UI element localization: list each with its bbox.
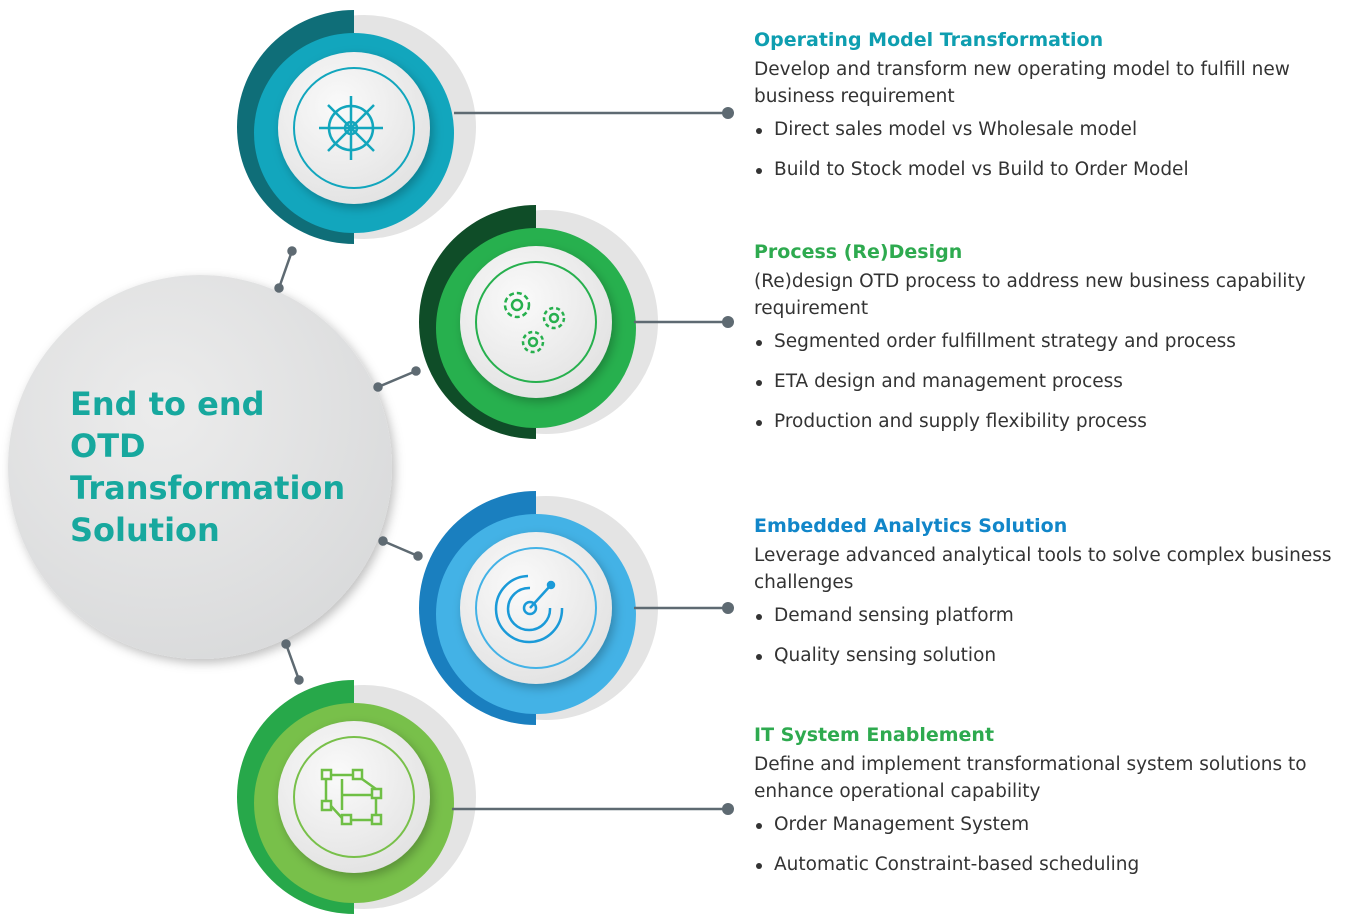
bullet-list: Order Management System Automatic Constr… xyxy=(754,811,1354,878)
bullet-item: Segmented order fulfillment strategy and… xyxy=(754,328,1354,355)
bullet-item: Production and supply flexibility proces… xyxy=(754,408,1354,435)
connector-operating-model xyxy=(454,107,734,119)
ring-it-system xyxy=(237,680,476,914)
center-title-line: Solution xyxy=(70,511,220,549)
section-title: Operating Model Transformation xyxy=(754,29,1104,51)
bullet-item: Order Management System xyxy=(754,811,1354,838)
section-process: Process (Re)Design (Re)design OTD proces… xyxy=(754,239,1354,448)
section-description: Define and implement transformational sy… xyxy=(754,754,1307,802)
bullet-item: Quality sensing solution xyxy=(754,642,1354,669)
bullet-item: Demand sensing platform xyxy=(754,602,1354,629)
center-title-line: End to end xyxy=(70,385,265,423)
bullet-list: Demand sensing platform Quality sensing … xyxy=(754,602,1354,669)
network-nodes-icon xyxy=(320,768,383,826)
connector-process xyxy=(634,316,734,328)
bullet-list: Segmented order fulfillment strategy and… xyxy=(754,328,1354,435)
ring-analytics xyxy=(419,491,658,725)
center-connectors xyxy=(274,246,423,685)
center-title-line: Transformation xyxy=(70,469,346,507)
ring-process xyxy=(419,205,658,439)
center-title-line: OTD xyxy=(70,427,146,465)
connector-it-system xyxy=(452,803,734,815)
section-description: Leverage advanced analytical tools to so… xyxy=(754,545,1332,593)
bullet-item: Automatic Constraint-based scheduling xyxy=(754,851,1354,878)
radar-icon xyxy=(494,574,564,644)
bullet-item: ETA design and management process xyxy=(754,368,1354,395)
section-description: Develop and transform new operating mode… xyxy=(754,59,1290,107)
section-analytics: Embedded Analytics Solution Leverage adv… xyxy=(754,513,1354,682)
center-circle xyxy=(8,275,392,659)
center-title: End to end OTD Transformation Solution xyxy=(70,383,370,551)
section-description: (Re)design OTD process to address new bu… xyxy=(754,271,1306,319)
gears-icon xyxy=(503,291,566,354)
connector-analytics xyxy=(634,602,734,614)
section-title: Process (Re)Design xyxy=(754,241,963,263)
bullet-item: Build to Stock model vs Build to Order M… xyxy=(754,156,1354,183)
section-it-system: IT System Enablement Define and implemen… xyxy=(754,722,1354,891)
section-title: IT System Enablement xyxy=(754,724,995,746)
bullet-list: Direct sales model vs Wholesale model Bu… xyxy=(754,116,1354,183)
bullet-item: Direct sales model vs Wholesale model xyxy=(754,116,1354,143)
ship-wheel-icon xyxy=(319,96,383,160)
section-operating-model: Operating Model Transformation Develop a… xyxy=(754,27,1354,196)
section-title: Embedded Analytics Solution xyxy=(754,515,1068,537)
